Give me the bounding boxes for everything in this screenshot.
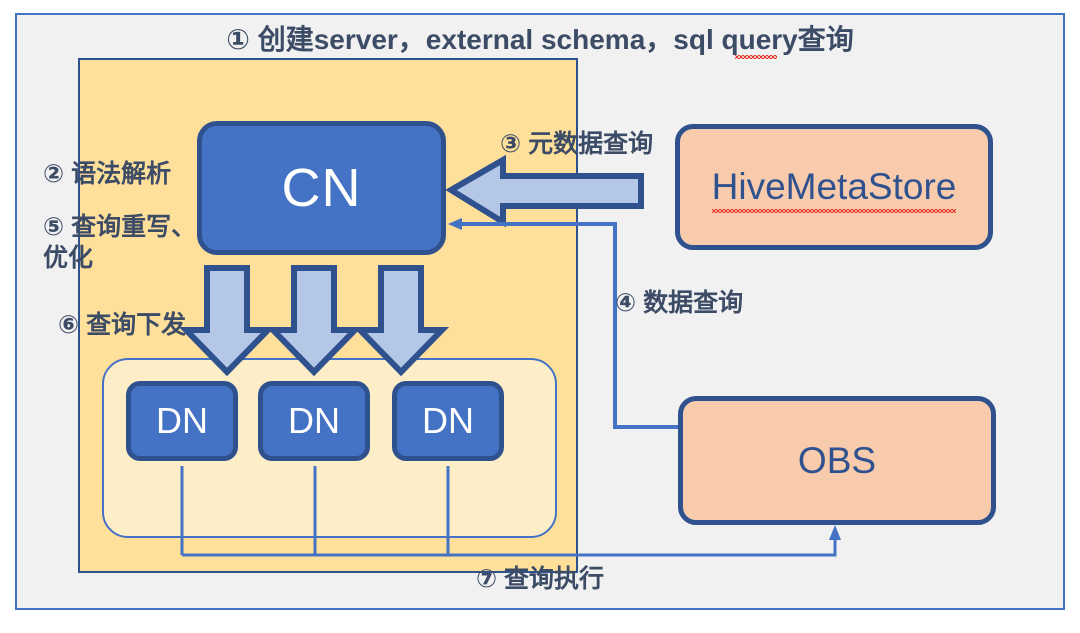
node-dn-3-label: DN xyxy=(422,400,474,441)
node-dn-1[interactable]: DN xyxy=(126,381,238,461)
node-obs[interactable]: OBS xyxy=(678,396,996,525)
spellcheck-underline-title-icon xyxy=(735,55,777,59)
step-label-3: ③ 元数据查询 xyxy=(500,130,654,158)
step-label-5: ⑤ 查询重写、 优化 xyxy=(43,213,197,273)
node-dn-2[interactable]: DN xyxy=(258,381,370,461)
node-obs-label: OBS xyxy=(797,439,877,481)
node-dn-3[interactable]: DN xyxy=(392,381,504,461)
node-dn-2-label: DN xyxy=(288,400,340,441)
node-dn-1-label: DN xyxy=(156,400,208,441)
node-hive-meta-store-label: HiveMetaStore xyxy=(711,166,957,213)
diagram-title: ① 创建server，external schema，sql query查询 xyxy=(226,24,854,55)
step-label-7: ⑦ 查询执行 xyxy=(475,565,605,593)
step-label-6: ⑥ 查询下发 xyxy=(58,311,187,339)
node-cn-label: CN xyxy=(281,158,362,218)
node-cn[interactable]: CN xyxy=(197,121,446,255)
node-hive-meta-store[interactable]: HiveMetaStore xyxy=(675,124,993,250)
spellcheck-underline-icon xyxy=(711,209,957,213)
step-label-2: ② 语法解析 xyxy=(43,160,172,188)
step-label-4: ④ 数据查询 xyxy=(615,289,744,317)
